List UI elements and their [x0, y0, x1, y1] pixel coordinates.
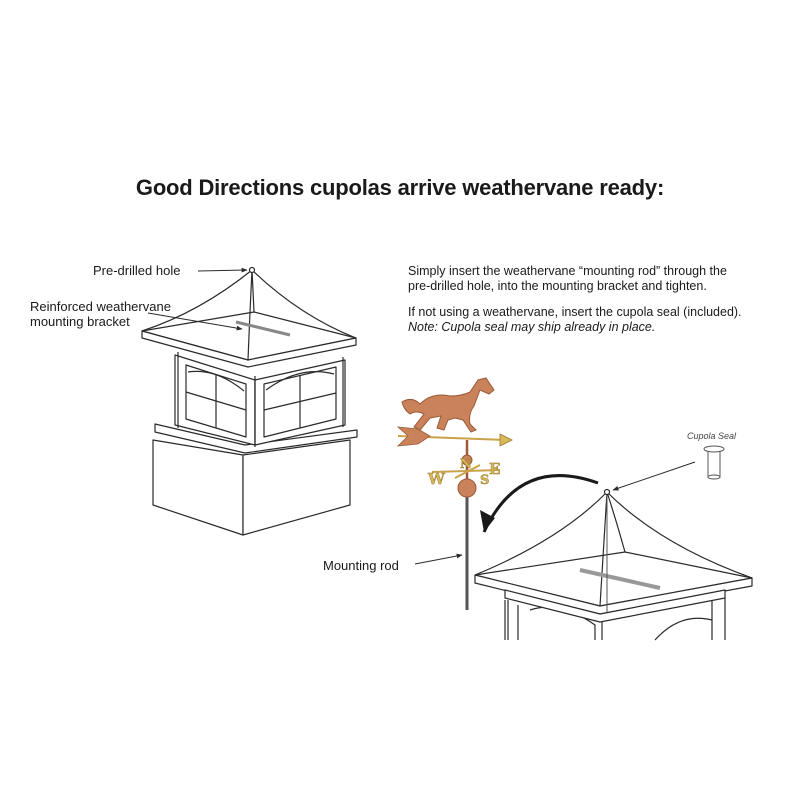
cupola-seal-label: Cupola Seal [687, 431, 737, 441]
mounting-rod-label: Mounting rod [323, 558, 399, 573]
seal-arrow [612, 461, 696, 491]
right-cupola-drawing [474, 488, 753, 641]
seal-instruction: If not using a weathervane, insert the c… [408, 305, 742, 319]
left-cupola-drawing [141, 266, 358, 536]
pre-drilled-hole-label: Pre-drilled hole [93, 263, 181, 278]
compass-letter-e: E [489, 460, 500, 478]
bracket-label-line2: mounting bracket [30, 314, 130, 329]
pre-drilled-hole-arrow [197, 267, 248, 273]
horse-icon [401, 377, 495, 433]
seal-note: Note: Cupola seal may ship already in pl… [408, 320, 656, 334]
compass-letter-s: S [480, 473, 489, 488]
instruction-line-1: Simply insert the weathervane “mounting … [408, 264, 727, 278]
arrow-tip-icon [499, 433, 513, 447]
compass-letter-w: W [427, 470, 446, 488]
weathervane-drawing [396, 377, 513, 610]
curve-arrowhead-icon [480, 510, 495, 532]
compass-letter-n: N [460, 457, 472, 472]
bracket-arrow [147, 312, 243, 331]
instruction-line-2: pre-drilled hole, into the mounting brac… [408, 279, 707, 293]
instruction-paragraph-1: Simply insert the weathervane “mounting … [408, 264, 793, 294]
page-title: Good Directions cupolas arrive weatherva… [135, 175, 665, 200]
bracket-label-line1: Reinforced weathervane [30, 299, 171, 314]
cupola-seal-icon [703, 445, 725, 480]
mounting-rod-arrow [414, 553, 463, 565]
insert-curve [482, 474, 599, 533]
instruction-paragraph-2: If not using a weathervane, insert the c… [408, 305, 793, 335]
